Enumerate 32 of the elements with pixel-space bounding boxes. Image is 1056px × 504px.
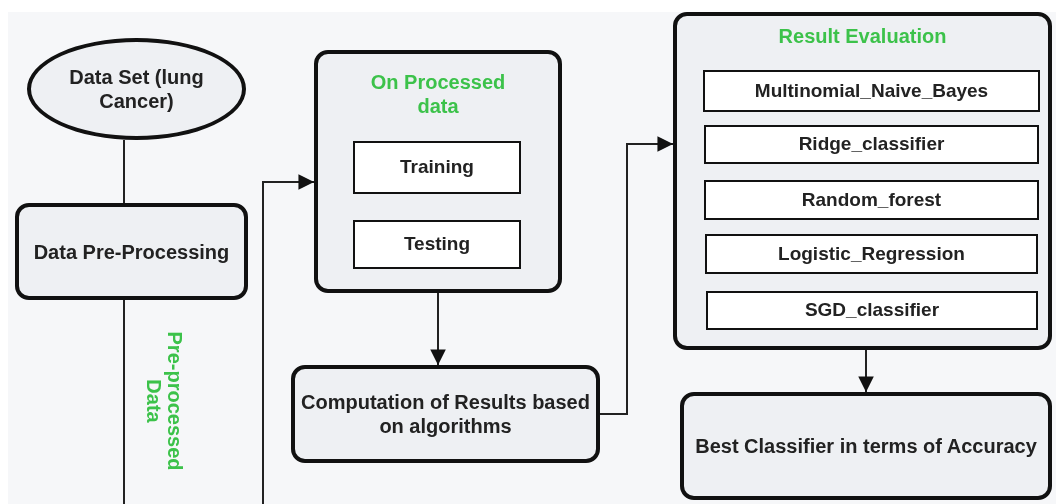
panel-heading: On Processed data (369, 70, 507, 118)
arrow (430, 292, 446, 366)
classifier-box (353, 141, 521, 194)
classifier-box (705, 234, 1038, 274)
connector-line (123, 139, 125, 204)
node-label: Multinomial_Naive_Bayes (754, 79, 989, 103)
node-label: Testing (403, 233, 471, 256)
edge-label: Pre-processed Data (143, 331, 185, 471)
connector-line (123, 299, 125, 504)
classifier-box (706, 291, 1038, 330)
arrow (599, 136, 674, 415)
classifier-box (703, 70, 1040, 112)
classifier-box (704, 125, 1039, 164)
group-panel (673, 12, 1052, 350)
classifier-box (704, 180, 1039, 220)
classifier-box (353, 220, 521, 269)
node-label: Random_forest (801, 188, 942, 212)
node-label: Logistic_Regression (778, 242, 965, 266)
node-label: SGD_classifier (804, 299, 940, 322)
node-label: Best Classifier in terms of Accuracy (695, 434, 1037, 458)
node-label: Computation of Results based on algorithms (301, 390, 590, 438)
node-label: Training (400, 156, 474, 179)
group-panel (314, 50, 562, 293)
arrow (262, 174, 315, 504)
node-label: Data Pre-Processing (33, 239, 230, 264)
node-label: Data Set (lung Cancer) (68, 65, 205, 113)
node-label: Ridge_classifier (798, 133, 945, 156)
arrow (858, 349, 874, 393)
process-box (15, 203, 248, 300)
process-box (680, 392, 1052, 500)
panel-heading: Result Evaluation (778, 24, 947, 48)
process-box (291, 365, 600, 463)
